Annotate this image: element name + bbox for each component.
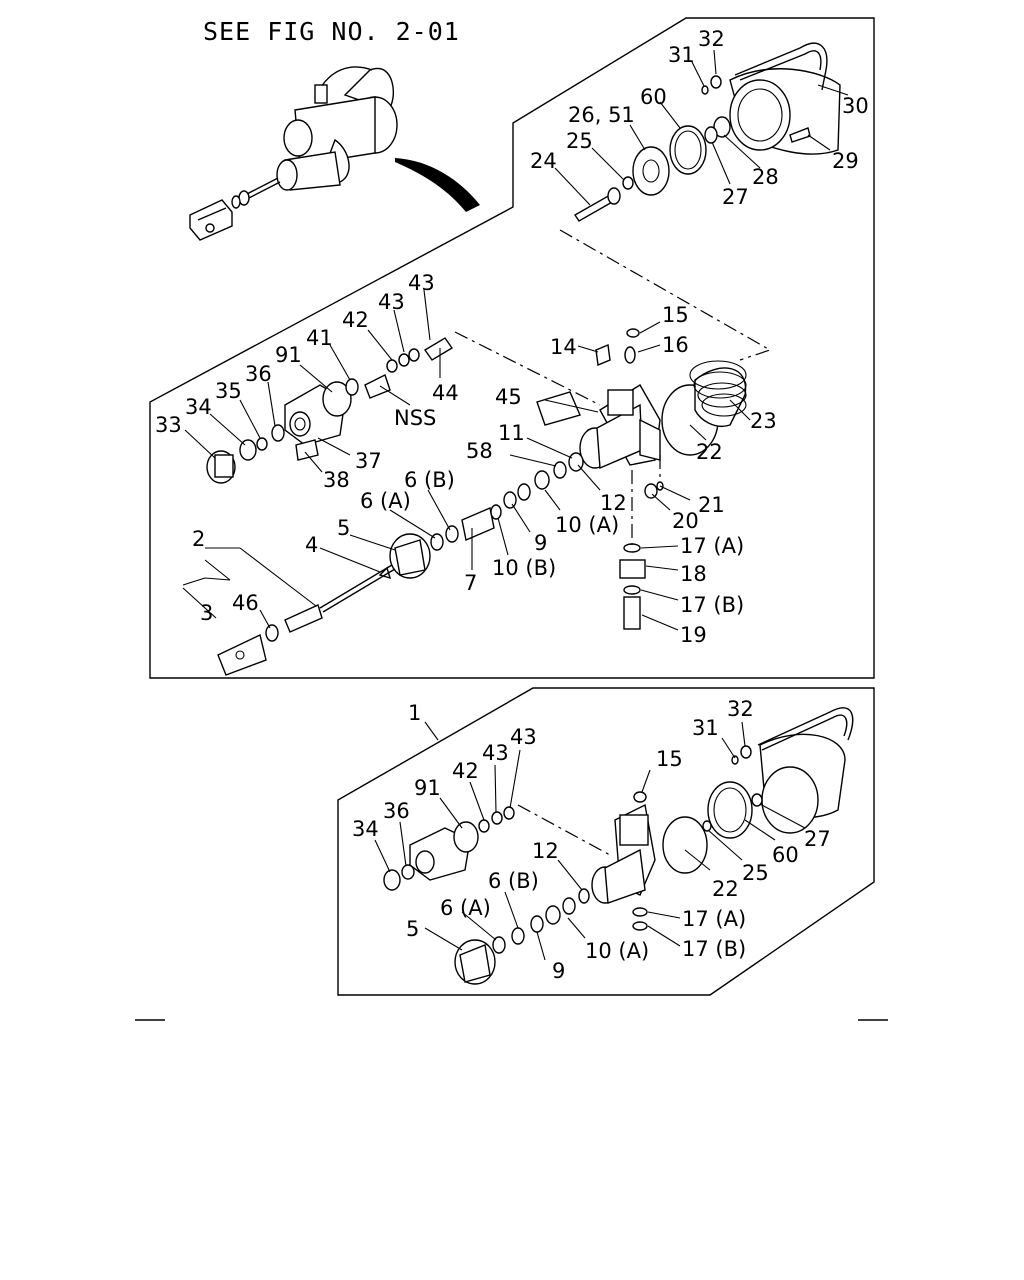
callout-27: 27 bbox=[722, 185, 749, 209]
callout-1: 1 bbox=[408, 701, 421, 725]
lower-callout-25: 25 bbox=[742, 861, 769, 885]
upper-cover-parts bbox=[206, 337, 454, 484]
callout-29: 29 bbox=[832, 149, 859, 173]
callout-6b: 6 (B) bbox=[404, 468, 455, 492]
callout-3: 3 bbox=[200, 601, 213, 625]
lower-callout-6a: 6 (A) bbox=[440, 896, 491, 920]
lower-leader-lines bbox=[374, 721, 806, 961]
callout-10a: 10 (A) bbox=[555, 513, 619, 537]
callout-43-right: 43 bbox=[408, 271, 435, 295]
reference-assembly-illustration bbox=[189, 66, 398, 241]
lower-callout-17a: 17 (A) bbox=[682, 907, 746, 931]
lower-callout-17b: 17 (B) bbox=[682, 937, 746, 961]
callout-18: 18 bbox=[680, 562, 707, 586]
lower-callout-labels: 1 31 32 15 43 43 42 91 36 34 12 6 (B) 6 … bbox=[352, 697, 831, 983]
callout-42: 42 bbox=[342, 308, 369, 332]
callout-28: 28 bbox=[752, 165, 779, 189]
callout-7: 7 bbox=[464, 571, 477, 595]
lower-assembly-parts bbox=[383, 707, 854, 985]
lower-alignment-line bbox=[517, 804, 611, 856]
lower-callout-9: 9 bbox=[552, 959, 565, 983]
lower-callout-15: 15 bbox=[656, 747, 683, 771]
callout-19: 19 bbox=[680, 623, 707, 647]
callout-91: 91 bbox=[275, 343, 302, 367]
callout-14: 14 bbox=[550, 335, 577, 359]
callout-38: 38 bbox=[323, 468, 350, 492]
lower-callout-36: 36 bbox=[383, 799, 410, 823]
callout-6a: 6 (A) bbox=[360, 489, 411, 513]
callout-58: 58 bbox=[466, 439, 493, 463]
callout-34: 34 bbox=[185, 395, 212, 419]
callout-43-left: 43 bbox=[378, 290, 405, 314]
callout-21: 21 bbox=[698, 493, 725, 517]
callout-22: 22 bbox=[696, 440, 723, 464]
lower-callout-5: 5 bbox=[406, 917, 419, 941]
callout-36: 36 bbox=[245, 362, 272, 386]
lower-callout-27: 27 bbox=[804, 827, 831, 851]
callout-17a: 17 (A) bbox=[680, 534, 744, 558]
callout-4: 4 bbox=[305, 533, 318, 557]
upper-piston-parts bbox=[217, 470, 646, 676]
curved-arrow-icon bbox=[395, 158, 480, 212]
lower-callout-34: 34 bbox=[352, 817, 379, 841]
nss-label: NSS bbox=[394, 406, 436, 430]
lower-callout-42: 42 bbox=[452, 759, 479, 783]
lower-callout-60: 60 bbox=[772, 843, 799, 867]
callout-26-51: 26, 51 bbox=[568, 103, 635, 127]
callout-41: 41 bbox=[306, 326, 333, 350]
upper-leader-lines bbox=[182, 49, 849, 631]
callout-35: 35 bbox=[215, 379, 242, 403]
callout-32: 32 bbox=[698, 27, 725, 51]
callout-10b: 10 (B) bbox=[492, 556, 556, 580]
callout-20: 20 bbox=[672, 509, 699, 533]
lower-diagram-frame bbox=[337, 687, 875, 996]
callout-9: 9 bbox=[534, 531, 547, 555]
callout-30: 30 bbox=[842, 94, 869, 118]
upper-alignment-lines bbox=[454, 229, 772, 545]
callout-25: 25 bbox=[566, 129, 593, 153]
callout-2: 2 bbox=[192, 527, 205, 551]
callout-15: 15 bbox=[662, 303, 689, 327]
upper-diagram-frame bbox=[149, 17, 875, 679]
upper-callout-labels: 31 32 30 29 28 27 60 26, 51 25 24 15 16 … bbox=[155, 27, 869, 647]
callout-31: 31 bbox=[668, 43, 695, 67]
callout-45: 45 bbox=[495, 385, 522, 409]
callout-46: 46 bbox=[232, 591, 259, 615]
lower-callout-22: 22 bbox=[712, 877, 739, 901]
callout-17b: 17 (B) bbox=[680, 593, 744, 617]
callout-37: 37 bbox=[355, 449, 382, 473]
callout-44: 44 bbox=[432, 381, 459, 405]
lower-callout-10a: 10 (A) bbox=[585, 939, 649, 963]
callout-11: 11 bbox=[498, 421, 525, 445]
callout-60: 60 bbox=[640, 85, 667, 109]
callout-12: 12 bbox=[600, 491, 627, 515]
lower-callout-43-left: 43 bbox=[482, 741, 509, 765]
callout-16: 16 bbox=[662, 333, 689, 357]
upper-main-body bbox=[536, 328, 747, 499]
lower-callout-91: 91 bbox=[414, 776, 441, 800]
upper-chamber-parts bbox=[574, 42, 841, 222]
callout-5: 5 bbox=[337, 516, 350, 540]
see-fig-reference: SEE FIG NO. 2-01 bbox=[203, 17, 460, 46]
lower-callout-12: 12 bbox=[532, 839, 559, 863]
callout-24: 24 bbox=[530, 149, 557, 173]
callout-33: 33 bbox=[155, 413, 182, 437]
lower-callout-31: 31 bbox=[692, 716, 719, 740]
callout-23: 23 bbox=[750, 409, 777, 433]
lower-callout-43-right: 43 bbox=[510, 725, 537, 749]
lower-callout-32: 32 bbox=[727, 697, 754, 721]
lower-callout-6b: 6 (B) bbox=[488, 869, 539, 893]
